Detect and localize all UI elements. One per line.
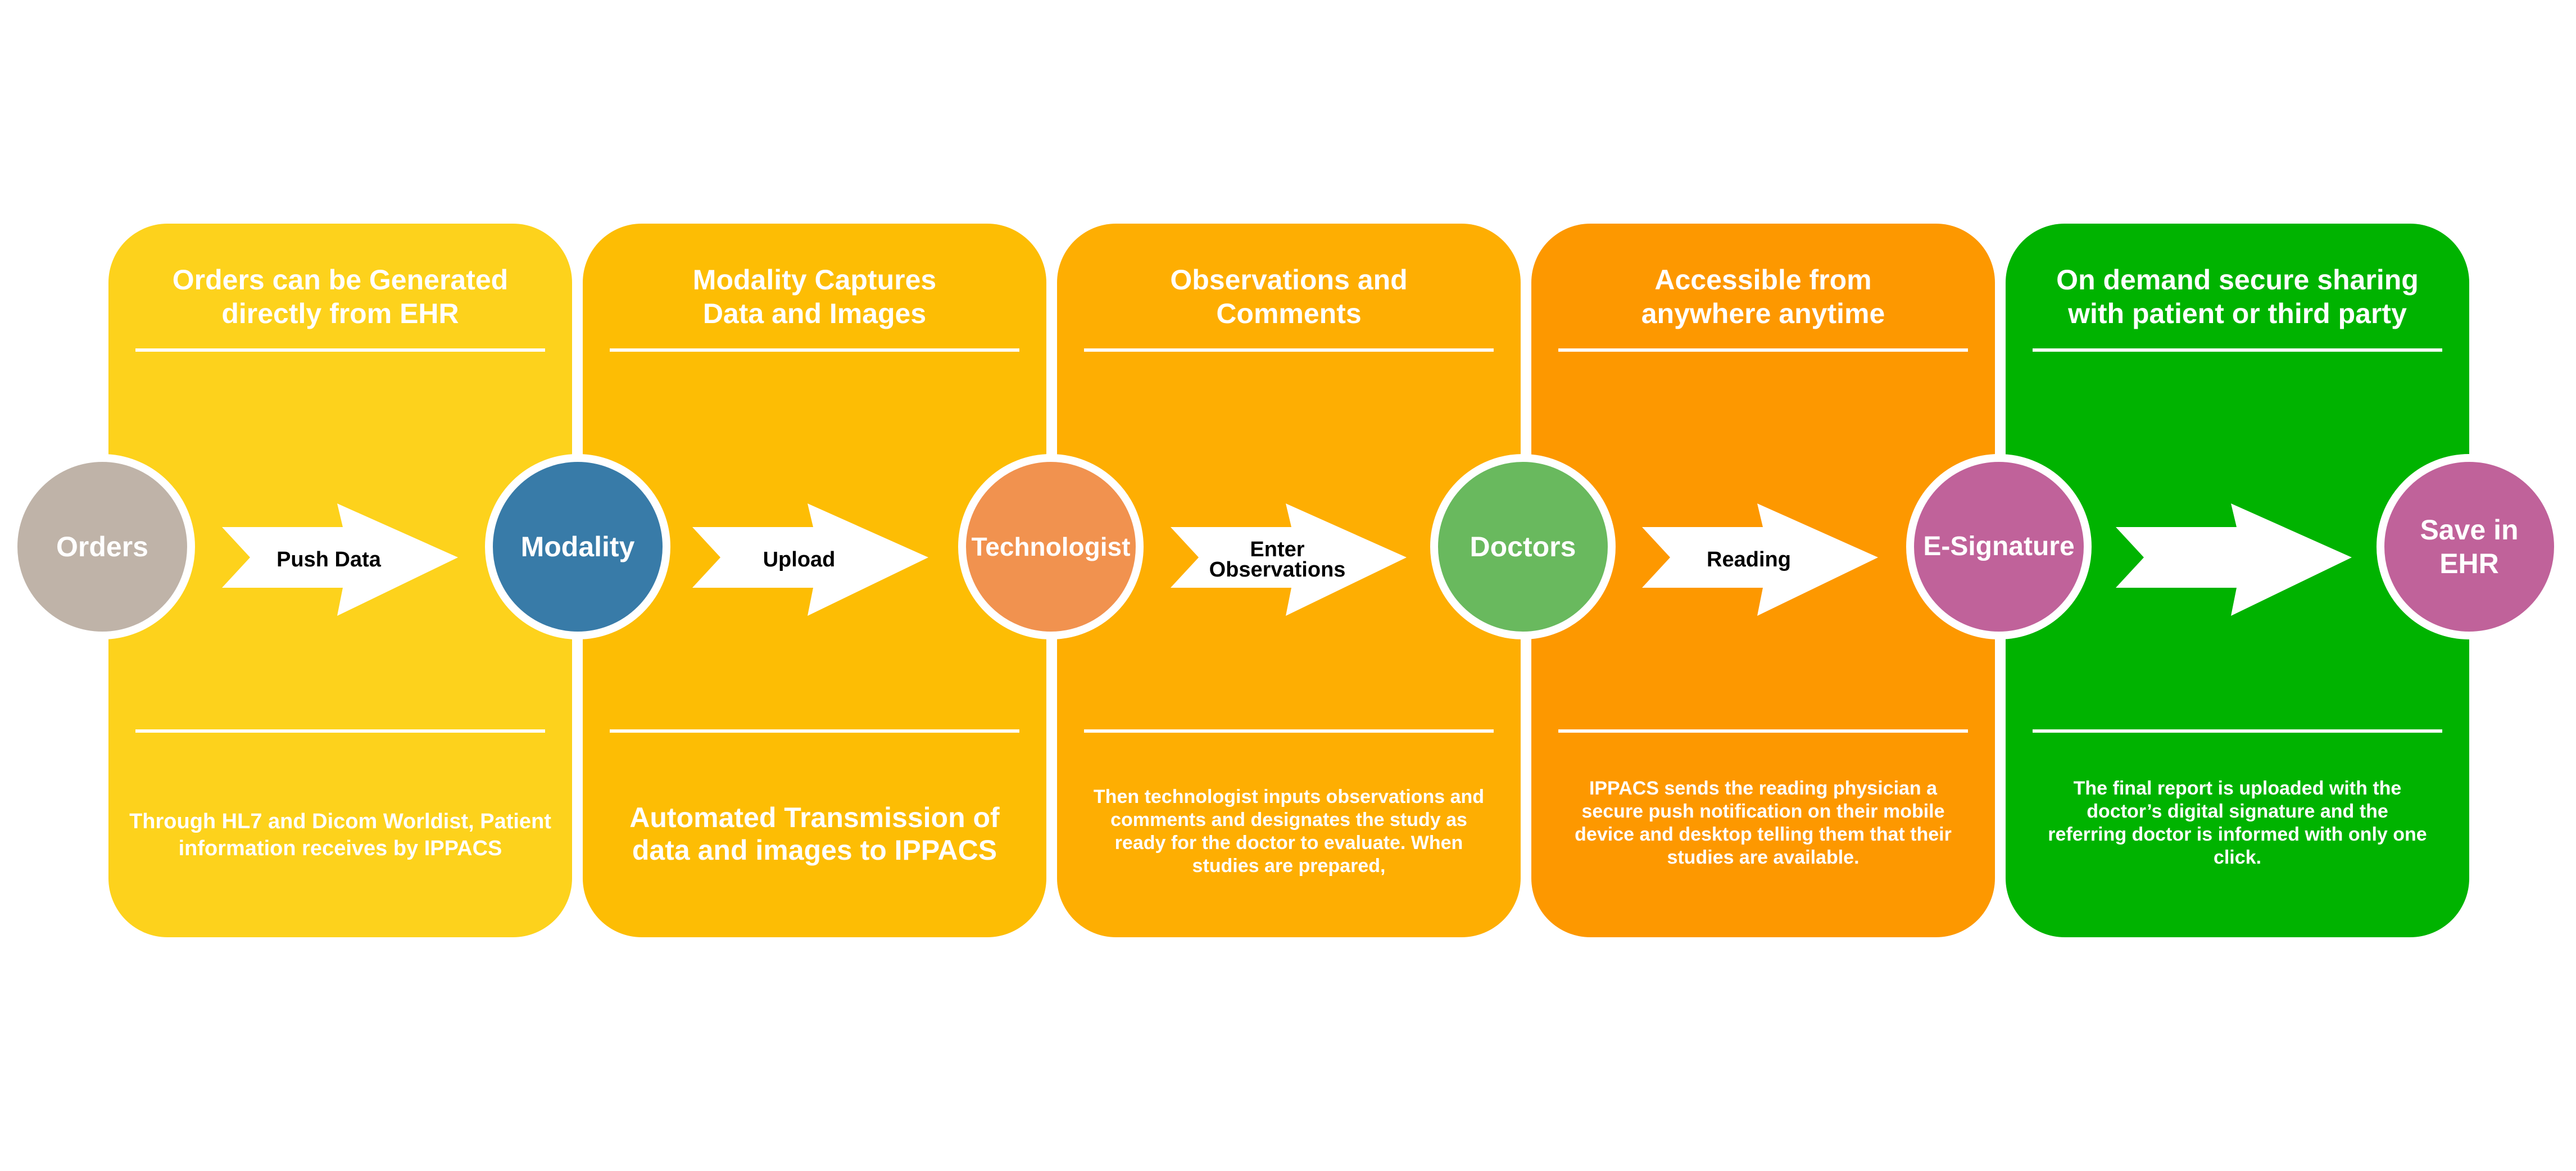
arrow-label: Reading [1707,548,1791,571]
divider [610,729,1019,733]
arrow-icon [1642,503,1878,616]
arrow-save [2116,503,2357,616]
node-modality: Modality [485,454,670,639]
stage-description: Then technologist inputs observations an… [1093,786,1485,877]
arrow-icon [2116,503,2352,616]
arrow-upload: Upload [692,503,934,616]
stage-title: Orders can be Generated directly from EH… [172,264,509,329]
stage-description: Through HL7 and Dicom Worldist, Patient … [129,810,551,860]
node-orders: Orders [10,454,195,639]
node-save-in-ehr: Save in EHR [2377,454,2562,639]
arrow-label: Upload [763,548,836,571]
arrow-enter-observations: Enter Observations [1171,503,1412,616]
arrow-icon [222,503,458,616]
arrow-push-data: Push Data [222,503,464,616]
divider [1558,729,1968,733]
arrow-icon [1171,503,1407,616]
stage-title: Accessible from anywhere anytime [1641,264,1885,329]
node-e-signature: E-Signature [1906,454,2092,639]
divider [135,729,545,733]
divider [2033,729,2442,733]
divider [2033,348,2442,352]
stage-description: The final report is uploaded with the do… [2048,778,2427,868]
node-technologist: Technologist [958,454,1144,639]
stage-description: Automated Transmission of data and image… [629,802,1000,866]
divider [610,348,1019,352]
divider [1084,348,1494,352]
arrow-label: Push Data [276,548,381,571]
divider [1084,729,1494,733]
stage-description: IPPACS sends the reading physician a sec… [1575,778,1952,868]
arrow-label: Enter Observations [1209,538,1346,582]
node-doctors: Doctors [1430,454,1616,639]
divider [1558,348,1968,352]
arrow-icon [692,503,928,616]
stage-title: Modality Captures Data and Images [692,264,937,329]
arrow-reading: Reading [1642,503,1884,616]
stage-title: Observations and Comments [1170,264,1408,329]
stage-title: On demand secure sharing with patient or… [2056,264,2419,329]
divider [135,348,545,352]
arrow-label [2127,503,2318,616]
